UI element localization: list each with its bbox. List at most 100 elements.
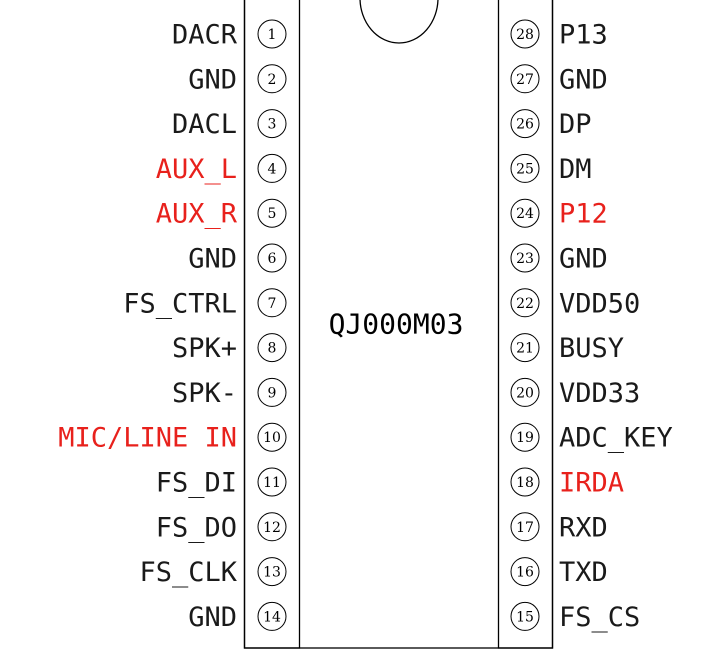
pin-19: 19 ADC_KEY — [510, 422, 673, 454]
pin-label-right: DP — [559, 109, 592, 140]
pin-number-circle — [510, 467, 540, 497]
pin-11: 11 FS_DI — [156, 467, 287, 499]
pin-14: 14 GND — [188, 601, 287, 633]
pin-number-circle — [510, 153, 540, 183]
pin-number: 23 — [516, 251, 534, 267]
pin-label-left: DACL — [172, 109, 237, 140]
right-pin-strip — [497, 0, 554, 649]
pin-number-circle — [510, 601, 540, 631]
pin-number: 13 — [263, 565, 281, 581]
pin-label-left: GND — [188, 602, 237, 633]
pin-label-left: SPK+ — [172, 333, 237, 364]
pin-label-left: AUX_R — [156, 199, 238, 230]
pin-label-right: BUSY — [559, 333, 624, 364]
pin-7: 7 FS_CTRL — [123, 288, 287, 319]
pin-label-left: MIC/LINE IN — [58, 423, 237, 454]
pin-28: 28 P13 — [510, 19, 608, 51]
pin-number: 8 — [268, 341, 277, 357]
pin-24: 24 P12 — [510, 198, 608, 230]
pin-number-circle — [257, 153, 287, 183]
pin-number-circle — [257, 333, 287, 363]
pin-label-right: P13 — [559, 20, 608, 51]
pin-number: 4 — [268, 161, 277, 177]
pin-number-circle — [257, 512, 287, 542]
pin-number-circle — [510, 512, 540, 542]
pin-number: 28 — [516, 27, 534, 43]
pin-label-left: FS_DI — [156, 468, 237, 499]
pin-number: 17 — [516, 520, 534, 536]
pin-number: 5 — [268, 206, 277, 222]
pin-10: 10 MIC/LINE IN — [58, 422, 287, 454]
pin-number-circle — [257, 601, 287, 631]
pin-number-circle — [510, 557, 540, 587]
pin-number: 14 — [263, 609, 281, 625]
pin-25: 25 DM — [510, 153, 592, 185]
pin-8: 8 SPK+ — [172, 333, 287, 364]
pin-number-circle — [510, 109, 540, 139]
chip-name: QJ000M03 — [329, 308, 464, 341]
pin-label-left: GND — [188, 64, 237, 95]
pin-number: 24 — [516, 206, 534, 222]
pin-number: 25 — [516, 161, 534, 177]
pin-number-circle — [510, 377, 540, 407]
pin-number: 18 — [516, 475, 534, 491]
pin-17: 17 RXD — [510, 512, 608, 543]
pin-5: 5 AUX_R — [156, 198, 287, 230]
pin-number-circle — [510, 64, 540, 94]
pin-number: 22 — [516, 296, 534, 312]
pin-number-circle — [257, 377, 287, 407]
pin-number: 15 — [516, 609, 534, 625]
pin-label-right: TXD — [559, 557, 608, 588]
pin-label-right: GND — [559, 64, 608, 95]
pin-number-circle — [257, 243, 287, 273]
pin-number-circle — [510, 243, 540, 273]
pin-number: 1 — [268, 27, 277, 43]
pin-number-circle — [257, 288, 287, 318]
pin-label-left: FS_CLK — [139, 557, 237, 588]
pin-label-left: DACR — [172, 20, 238, 51]
left-pin-strip — [243, 0, 301, 649]
pin-label-right: IRDA — [559, 468, 624, 499]
orientation-notch — [359, 0, 439, 44]
pin-number-circle — [510, 288, 540, 318]
pin-number: 19 — [516, 430, 534, 446]
pin-label-right: P12 — [559, 199, 608, 230]
pin-number: 20 — [516, 385, 534, 401]
pin-number: 10 — [263, 430, 281, 446]
pin-label-left: FS_DO — [156, 512, 237, 543]
pin-label-right: VDD50 — [559, 288, 640, 319]
pin-number-circle — [257, 422, 287, 452]
pin-number-circle — [510, 422, 540, 452]
pin-number-circle — [257, 19, 287, 49]
pin-number-circle — [257, 64, 287, 94]
pin-label-left: FS_CTRL — [123, 288, 237, 319]
pin-20: 20 VDD33 — [510, 377, 640, 409]
pin-label-left: GND — [188, 244, 237, 275]
pin-number: 7 — [268, 296, 277, 312]
pin-label-right: RXD — [559, 512, 608, 543]
pin-label-right: DM — [559, 154, 592, 185]
pin-18: 18 IRDA — [510, 467, 624, 499]
pin-number-circle — [257, 467, 287, 497]
pin-number: 11 — [263, 475, 281, 491]
pin-label-right: ADC_KEY — [559, 423, 673, 454]
pin-label-left: SPK- — [172, 378, 237, 409]
pin-number: 6 — [268, 251, 277, 267]
pin-label-right: VDD33 — [559, 378, 640, 409]
pin-number-circle — [510, 19, 540, 49]
left-pin-group: 1DACR2GND3DACL4AUX_L5AUX_R6GND7FS_CTRL8S… — [58, 19, 287, 633]
pin-number-circle — [257, 198, 287, 228]
pin-6: 6 GND — [188, 243, 287, 275]
